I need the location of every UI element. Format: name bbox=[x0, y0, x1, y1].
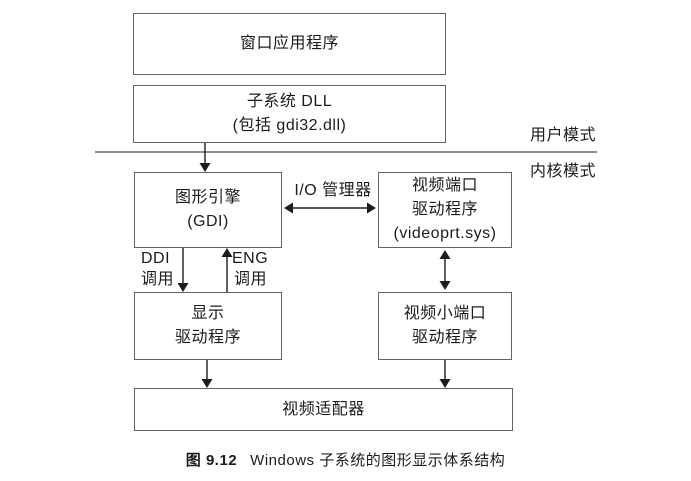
kernel-mode-label: 内核模式 bbox=[529, 163, 596, 180]
box-subsystem-dll-line1: 子系统 DLL bbox=[246, 93, 333, 110]
box-video-port-driver: 视频端口 驱动程序 (videoprt.sys) bbox=[378, 172, 512, 248]
arrow-miniport-to-adapter bbox=[439, 360, 451, 388]
io-manager-label: I/O 管理器 bbox=[294, 182, 372, 199]
eng-call-label-line1: ENG bbox=[232, 250, 269, 267]
box-display-driver-line1: 显示 bbox=[191, 305, 225, 322]
box-graphics-engine-gdi: 图形引擎 (GDI) bbox=[134, 172, 282, 248]
arrow-port-miniport bbox=[439, 250, 451, 290]
box-gdi-line1: 图形引擎 bbox=[174, 189, 241, 206]
arrow-display-to-adapter bbox=[201, 360, 213, 388]
box-video-miniport-line2: 驱动程序 bbox=[411, 329, 478, 346]
figure-title: Windows 子系统的图形显示体系结构 bbox=[250, 452, 506, 469]
box-window-application: 窗口应用程序 bbox=[133, 13, 446, 75]
box-video-port-line3: (videoprt.sys) bbox=[393, 225, 497, 242]
box-display-driver-line2: 驱动程序 bbox=[174, 329, 241, 346]
user-mode-label: 用户模式 bbox=[529, 127, 596, 144]
box-subsystem-dll: 子系统 DLL (包括 gdi32.dll) bbox=[133, 85, 446, 143]
arrow-dll-to-gdi bbox=[199, 143, 211, 172]
box-video-adapter-label: 视频适配器 bbox=[282, 400, 365, 418]
figure-caption: 图 9.12 Windows 子系统的图形显示体系结构 bbox=[0, 449, 691, 470]
box-subsystem-dll-line2: (包括 gdi32.dll) bbox=[232, 117, 347, 134]
arrow-ddi-call bbox=[177, 248, 189, 292]
box-display-driver: 显示 驱动程序 bbox=[134, 292, 282, 360]
box-gdi-line2: (GDI) bbox=[187, 213, 229, 230]
eng-call-label-line2: 调用 bbox=[234, 271, 268, 288]
box-video-miniport-line1: 视频小端口 bbox=[403, 305, 487, 322]
arrow-eng-call bbox=[221, 248, 233, 292]
ddi-call-label-line2: 调用 bbox=[141, 271, 175, 288]
arrow-io-manager bbox=[284, 202, 376, 214]
ddi-call-label-line1: DDI bbox=[141, 250, 171, 267]
box-video-adapter: 视频适配器 bbox=[134, 388, 513, 431]
figure-number: 图 9.12 bbox=[185, 452, 238, 469]
box-video-port-line1: 视频端口 bbox=[411, 177, 478, 194]
box-video-port-line2: 驱动程序 bbox=[411, 201, 478, 218]
box-video-miniport-driver: 视频小端口 驱动程序 bbox=[378, 292, 512, 360]
box-window-application-label: 窗口应用程序 bbox=[239, 35, 339, 52]
